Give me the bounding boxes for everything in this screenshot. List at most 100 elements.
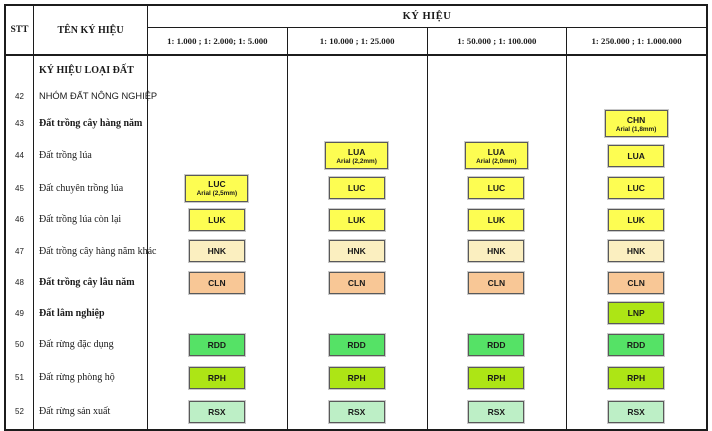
symbol-box-rph: RPH xyxy=(468,366,525,389)
symbol-box-hnk: HNK xyxy=(468,240,525,262)
symbol-box-luk: LUK xyxy=(328,208,385,231)
symbol-code: RPH xyxy=(627,372,646,383)
symbol-box-rsx: RSX xyxy=(608,400,665,423)
symbol-code: HNK xyxy=(487,246,506,256)
symbol-box-cln: CLN xyxy=(328,271,385,294)
scale-header-1: 1: 1.000 ; 1: 2.000; 1: 5.000 xyxy=(147,28,287,54)
symbol-code: RPH xyxy=(487,372,506,383)
column-header-ky-hieu: KÝ HIỆU xyxy=(147,6,706,28)
symbol-box-luc: LUC xyxy=(608,177,665,199)
symbol-box-rsx: RSX xyxy=(328,400,385,423)
symbol-code: LUA xyxy=(627,150,645,161)
section-title: KÝ HIỆU LOẠI ĐẤT xyxy=(39,64,134,76)
symbol-box-luk: LUK xyxy=(608,208,665,231)
symbol-box-hnk: HNK xyxy=(188,240,245,262)
symbol-box-hnk: HNK xyxy=(608,240,665,262)
row-label-52: Đất rừng sản xuất xyxy=(39,406,111,417)
symbol-box-luk: LUK xyxy=(188,208,245,231)
stt-cell: 44 xyxy=(15,151,24,160)
symbol-box-rph: RPH xyxy=(328,366,385,389)
symbol-box-luk: LUK xyxy=(468,208,525,231)
stt-cell: 50 xyxy=(15,340,24,349)
column-ten xyxy=(33,56,147,429)
stt-cell: 45 xyxy=(15,183,24,193)
row-label-47: Đất trồng cây hàng năm khác xyxy=(39,245,157,257)
symbol-box-lua: LUA Arial (2,0mm) xyxy=(464,142,528,169)
symbol-code: CLN xyxy=(627,277,645,288)
symbol-box-rph: RPH xyxy=(188,366,245,389)
symbol-code: LUA xyxy=(347,146,366,157)
symbol-box-cln: CLN xyxy=(608,271,665,294)
stt-cell: 42 xyxy=(15,91,24,101)
symbol-code: CHN xyxy=(626,114,646,125)
symbol-code: RSX xyxy=(487,406,506,417)
symbol-code: LUK xyxy=(347,214,366,225)
symbol-code: LUC xyxy=(347,183,366,193)
symbol-code: RPH xyxy=(207,372,226,383)
symbol-box-rdd: RDD xyxy=(468,333,525,356)
symbol-code: LUK xyxy=(487,214,506,225)
symbol-code: LUC xyxy=(627,183,645,193)
symbol-code: LUK xyxy=(208,214,226,225)
symbol-font-note: Arial (2,5mm) xyxy=(196,190,238,197)
symbol-code: RDD xyxy=(626,339,646,350)
symbol-code: LNP xyxy=(627,308,645,318)
symbol-box-luc: LUC xyxy=(468,177,525,199)
row-label-49: Đất lâm nghiệp xyxy=(39,307,105,319)
symbol-code: RDD xyxy=(487,339,506,350)
row-label-51: Đất rừng phòng hộ xyxy=(39,372,115,383)
stt-cell: 48 xyxy=(15,278,24,287)
symbol-code: CLN xyxy=(487,277,506,288)
symbol-code: LUK xyxy=(627,214,645,225)
symbol-code: HNK xyxy=(626,246,646,256)
table-body: 42 43 44 45 46 47 48 49 50 51 52 KÝ HIỆU… xyxy=(6,56,706,429)
symbol-code: LUA xyxy=(487,146,506,157)
symbol-box-rdd: RDD xyxy=(188,333,245,356)
symbol-font-note: Arial (1,8mm) xyxy=(615,125,657,133)
column-scale-2 xyxy=(286,56,427,429)
scale-header-2: 1: 10.000 ; 1: 25.000 xyxy=(286,28,427,54)
symbol-code: LUC xyxy=(487,183,506,193)
symbol-box-cln: CLN xyxy=(188,271,245,294)
stt-cell: 49 xyxy=(15,308,24,318)
column-scale-1 xyxy=(147,56,287,429)
symbol-font-note: Arial (2,0mm) xyxy=(476,157,517,165)
symbol-box-luc: LUC xyxy=(328,177,385,199)
land-symbol-table: STT TÊN KÝ HIỆU KÝ HIỆU 1: 1.000 ; 1: 2.… xyxy=(4,4,708,431)
stt-cell: 43 xyxy=(15,119,24,128)
symbol-code: LUC xyxy=(208,179,226,189)
row-label-48: Đất trồng cây lâu năm xyxy=(39,277,135,288)
scale-header-4: 1: 250.000 ; 1: 1.000.000 xyxy=(566,28,706,54)
row-label-46: Đất trồng lúa còn lại xyxy=(39,214,122,225)
stt-cell: 51 xyxy=(15,373,24,382)
symbol-box-rsx: RSX xyxy=(468,400,525,423)
row-label-44: Đất trồng lúa xyxy=(39,150,92,161)
row-label-45: Đất chuyên trồng lúa xyxy=(39,182,124,194)
symbol-code: HNK xyxy=(207,246,227,256)
symbol-code: RSX xyxy=(347,406,366,417)
symbol-box-rph: RPH xyxy=(608,366,665,389)
symbol-box-rdd: RDD xyxy=(608,333,665,356)
row-label-50: Đất rừng đặc dụng xyxy=(39,339,114,350)
symbol-font-note: Arial (2,2mm) xyxy=(336,157,377,165)
symbol-box-hnk: HNK xyxy=(328,240,385,262)
column-header-stt: STT xyxy=(10,25,29,35)
row-label-42: NHÓM ĐẤT NÔNG NGHIỆP xyxy=(39,91,158,101)
symbol-code: RDD xyxy=(347,339,366,350)
column-scale-3 xyxy=(426,56,567,429)
symbol-code: CLN xyxy=(347,277,366,288)
stt-cell: 47 xyxy=(15,246,24,256)
symbol-box-chn: CHN Arial (1,8mm) xyxy=(604,110,668,137)
symbol-box-luc: LUC Arial (2,5mm) xyxy=(185,174,249,202)
symbol-code: RPH xyxy=(347,372,366,383)
symbol-code: CLN xyxy=(208,277,226,288)
table-header: STT TÊN KÝ HIỆU KÝ HIỆU 1: 1.000 ; 1: 2.… xyxy=(6,6,706,56)
symbol-code: RSX xyxy=(627,406,645,417)
symbol-code: RDD xyxy=(207,339,227,350)
symbol-code: RSX xyxy=(208,406,226,417)
symbol-box-rsx: RSX xyxy=(188,400,245,423)
stt-cell: 46 xyxy=(15,215,24,224)
symbol-box-lnp: LNP xyxy=(608,302,665,324)
column-scale-4 xyxy=(566,56,706,429)
